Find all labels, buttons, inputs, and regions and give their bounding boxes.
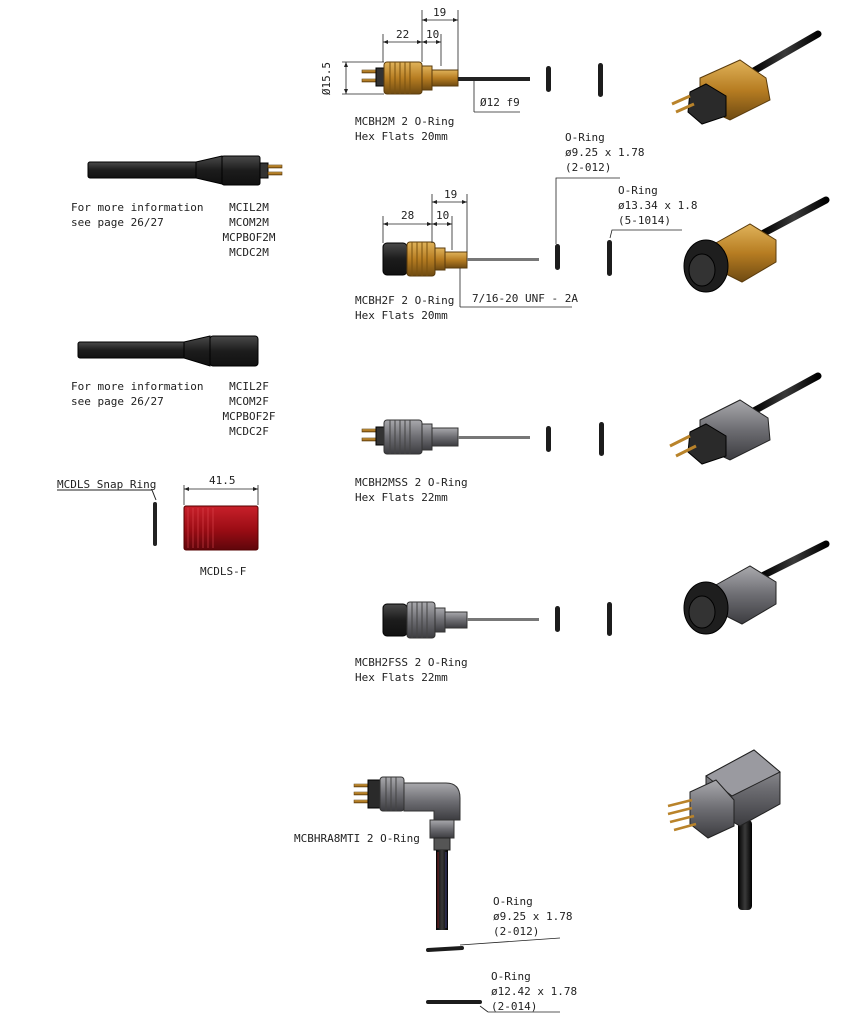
snap-ring-drawing [57, 485, 259, 551]
mcbhra8mti-drawing [353, 776, 561, 1013]
cable2-info-line2: see page 26/27 [71, 395, 164, 408]
cable2-part-list: MCIL2F MCOM2F MCPBOF2F MCDC2F [214, 379, 284, 439]
oring-code: (2-012) [565, 161, 612, 174]
oring-title: O-Ring [565, 131, 605, 144]
oring-callout-2: O-Ring ø13.34 x 1.8 (5-1014) [618, 183, 697, 228]
mcbh2f-dim-10: 10 [436, 209, 450, 222]
mcbh2f-dim-19: 19 [444, 188, 458, 201]
oring-size: ø13.34 x 1.8 [618, 199, 698, 212]
mcbh2m-dim-shaft: Ø12 f9 [480, 96, 520, 109]
mcbh2f-caption: MCBH2F 2 O-Ring Hex Flats 20mm [355, 293, 454, 323]
mcbh2fss-drawing [382, 601, 612, 639]
part-number: MCIL2F [229, 380, 269, 393]
mcbh2f-3d [683, 196, 830, 293]
oring-callout-1: O-Ring ø9.25 x 1.78 (2-012) [565, 130, 644, 175]
mcbh2m-dim-10: 10 [426, 28, 440, 41]
mcbh2f-drawing [382, 177, 682, 308]
mcbhra8mti-title: MCBHRA8MTI 2 O-Ring [294, 832, 420, 845]
cable-mcil2f [77, 335, 259, 367]
mcbh2m-dim-22: 22 [396, 28, 410, 41]
mcbh2m-title: MCBH2M 2 O-Ring [355, 115, 455, 128]
mcbhra8mti-3d [667, 749, 781, 910]
part-number: MCPBOF2M [222, 231, 276, 244]
oring-callout-4: O-Ring ø12.42 x 1.78 (2-014) [491, 969, 577, 1014]
part-number: MCOM2M [229, 216, 269, 229]
oring-size: ø9.25 x 1.78 [493, 910, 573, 923]
oring-callout-3: O-Ring ø9.25 x 1.78 (2-012) [493, 894, 572, 939]
part-number: MCOM2F [229, 395, 269, 408]
snap-ring-label: MCDLS Snap Ring [57, 478, 157, 491]
mcbh2m-drawing [342, 10, 603, 113]
oring-size: ø12.42 x 1.78 [491, 985, 578, 998]
mcbh2f-thread: 7/16-20 UNF - 2A [472, 292, 578, 305]
mcbh2m-3d [671, 30, 822, 125]
part-number: MCDC2F [229, 425, 269, 438]
mcbh2fss-3d [683, 540, 830, 635]
mcbh2mss-3d [669, 372, 822, 465]
mcbh2m-dim-diameter: Ø15.5 [320, 61, 334, 96]
mcbh2m-dim-19: 19 [433, 6, 447, 19]
cable-mcil2m [87, 155, 283, 186]
mcbh2fss-title: MCBH2FSS 2 O-Ring [355, 656, 468, 669]
mcbh2f-dim-28: 28 [401, 209, 415, 222]
cable1-info-line1: For more information [71, 201, 204, 214]
snap-ring-dimension: 41.5 [209, 474, 236, 487]
oring-size: ø9.25 x 1.78 [565, 146, 645, 159]
cable2-info-line1: For more information [71, 380, 204, 393]
cable2-info: For more information see page 26/27 [71, 379, 203, 409]
mcbh2m-caption: MCBH2M 2 O-Ring Hex Flats 20mm [355, 114, 454, 144]
snap-ring-part: MCDLS-F [200, 565, 247, 578]
mcbh2fss-hex: Hex Flats 22mm [355, 671, 448, 684]
oring-title: O-Ring [493, 895, 533, 908]
part-number: MCPBOF2F [222, 410, 276, 423]
mcbh2fss-caption: MCBH2FSS 2 O-Ring Hex Flats 22mm [355, 655, 468, 685]
cable1-info: For more information see page 26/27 [71, 200, 203, 230]
cable1-info-line2: see page 26/27 [71, 216, 164, 229]
mcbh2m-hex: Hex Flats 20mm [355, 130, 448, 143]
oring-code: (2-014) [491, 1000, 538, 1013]
mcbh2f-title: MCBH2F 2 O-Ring [355, 294, 455, 307]
part-number: MCIL2M [229, 201, 269, 214]
part-number: MCDC2M [229, 246, 269, 259]
mcbh2mss-caption: MCBH2MSS 2 O-Ring Hex Flats 22mm [355, 475, 468, 505]
oring-title: O-Ring [618, 184, 658, 197]
oring-code: (5-1014) [618, 214, 671, 227]
cable1-part-list: MCIL2M MCOM2M MCPBOF2M MCDC2M [214, 200, 284, 260]
mcbh2f-hex: Hex Flats 20mm [355, 309, 448, 322]
mcbh2mss-drawing [361, 419, 604, 456]
mcbh2mss-hex: Hex Flats 22mm [355, 491, 448, 504]
oring-code: (2-012) [493, 925, 540, 938]
mcbh2mss-title: MCBH2MSS 2 O-Ring [355, 476, 468, 489]
oring-title: O-Ring [491, 970, 531, 983]
